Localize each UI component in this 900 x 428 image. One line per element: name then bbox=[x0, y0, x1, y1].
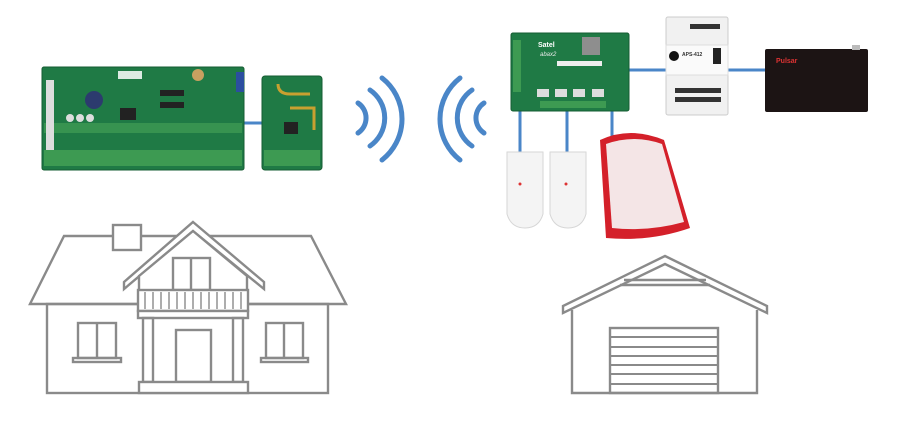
motion-detector-2 bbox=[549, 151, 587, 229]
expander-model-label: abax2 bbox=[540, 52, 557, 58]
radio-waves-tx-icon bbox=[355, 75, 405, 163]
garage-outline bbox=[561, 254, 769, 395]
motion-detector-1 bbox=[506, 151, 544, 229]
psu-model-label: APS-412 bbox=[682, 52, 703, 58]
expander-board: Satel abax2 bbox=[510, 32, 630, 112]
control-panel-board bbox=[41, 66, 245, 171]
power-supply-unit: APS-412 bbox=[665, 16, 729, 116]
house-outline bbox=[28, 220, 348, 395]
radio-module-board bbox=[261, 75, 323, 171]
backup-battery: Pulsar bbox=[765, 45, 868, 112]
outdoor-siren bbox=[600, 133, 690, 239]
expander-brand-logo: Satel bbox=[538, 42, 555, 49]
battery-brand-logo: Pulsar bbox=[776, 58, 798, 65]
radio-waves-rx-icon bbox=[437, 75, 487, 163]
